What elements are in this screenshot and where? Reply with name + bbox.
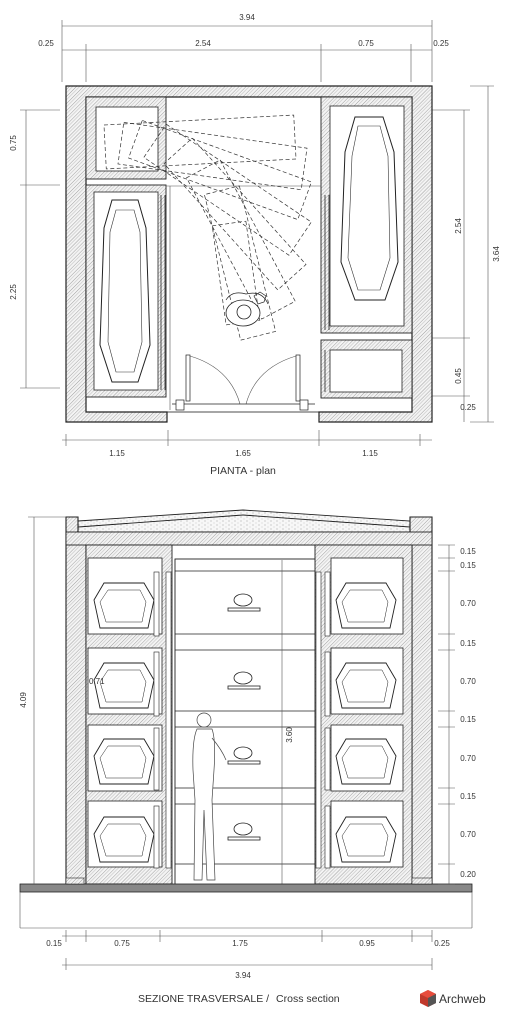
- section-view: 3.60 0.71 4.09: [19, 509, 476, 1005]
- plan-title: PIANTA - plan: [210, 465, 276, 477]
- section-dim-right-2: 0.70: [460, 599, 476, 608]
- section-dims-right: 0.15 0.15 0.70 0.15 0.70 0.15 0.70 0.15 …: [438, 544, 476, 885]
- section-dim-height: 4.09: [19, 692, 28, 708]
- plan-dims-top: 3.94 0.25 2.54 0.75 0.25: [38, 13, 449, 82]
- coffin-section-left: [93, 582, 155, 863]
- archweb-logo: Archweb: [420, 990, 486, 1007]
- plan-dim-total: 3.94: [239, 13, 255, 22]
- section-dim-bottom-3: 0.95: [359, 939, 375, 948]
- section-dim-right-7: 0.15: [460, 792, 476, 801]
- section-dim-right-8: 0.70: [460, 830, 476, 839]
- section-dim-small: 0.71: [89, 677, 105, 686]
- section-title-en: Cross section: [276, 993, 340, 1005]
- person-silhouette-icon: [192, 712, 227, 881]
- plan-dims-right: 2.54 3.64 0.45 0.25: [432, 85, 501, 423]
- section-dim-bottom-4: 0.25: [434, 939, 450, 948]
- plan-view: 3.94 0.25 2.54 0.75 0.25 0.75 2.25 2.54 …: [9, 13, 501, 477]
- section-ground: [19, 877, 473, 929]
- person-plan-icon: [225, 291, 269, 327]
- section-dim-right-1: 0.15: [460, 561, 476, 570]
- plan-dim-right-3: 0.25: [460, 403, 476, 412]
- plan-dim-left-1: 2.25: [9, 284, 18, 300]
- plan-dim-right-1: 3.64: [492, 246, 501, 262]
- plan-dim-top-3: 0.25: [433, 39, 449, 48]
- plan-dim-bottom-2: 1.15: [362, 449, 378, 458]
- section-dim-inner: 3.60: [285, 727, 294, 743]
- section-title: SEZIONE TRASVERSALE / Cross section: [138, 993, 340, 1005]
- plan-dim-right-0: 2.54: [454, 218, 463, 234]
- section-dim-bottom-2: 1.75: [232, 939, 248, 948]
- section-dim-right-0: 0.15: [460, 547, 476, 556]
- coffin-plan-right: [340, 116, 399, 301]
- section-dim-left: 4.09: [19, 516, 66, 884]
- section-dim-right-5: 0.15: [460, 715, 476, 724]
- section-dims-bottom: 0.15 0.75 1.75 0.95 0.25 3.94: [46, 930, 450, 980]
- plan-dims-bottom: 1.15 1.65 1.15: [62, 430, 432, 458]
- plan-dim-top-0: 0.25: [38, 39, 54, 48]
- section-dim-bottom-1: 0.75: [114, 939, 130, 948]
- coffin-plan-left: [99, 199, 151, 383]
- section-dim-right-4: 0.70: [460, 677, 476, 686]
- plan-dim-bottom-0: 1.15: [109, 449, 125, 458]
- section-inner-dim: 3.60 0.71: [89, 560, 294, 884]
- plan-dim-bottom-1: 1.65: [235, 449, 251, 458]
- plan-dims-left: 0.75 2.25: [9, 109, 60, 389]
- section-dim-right-6: 0.70: [460, 754, 476, 763]
- section-rails: [153, 571, 331, 869]
- section-title-it: SEZIONE TRASVERSALE /: [138, 993, 269, 1005]
- plan-doors: [172, 354, 315, 411]
- plan-dim-left-0: 0.75: [9, 135, 18, 151]
- plan-dim-right-2: 0.45: [454, 368, 463, 384]
- plan-dim-top-2: 0.75: [358, 39, 374, 48]
- archweb-logo-text: Archweb: [439, 992, 486, 1006]
- section-dim-right-9: 0.20: [460, 870, 476, 879]
- section-dim-right-3: 0.15: [460, 639, 476, 648]
- section-dim-bottom-0: 0.15: [46, 939, 62, 948]
- section-dim-total: 3.94: [235, 971, 251, 980]
- section-roof: [77, 509, 411, 533]
- coffin-section-right: [335, 582, 397, 863]
- niche-plaques: [227, 593, 261, 841]
- plan-dim-top-1: 2.54: [195, 39, 211, 48]
- coffin-rotation-path: [103, 114, 312, 341]
